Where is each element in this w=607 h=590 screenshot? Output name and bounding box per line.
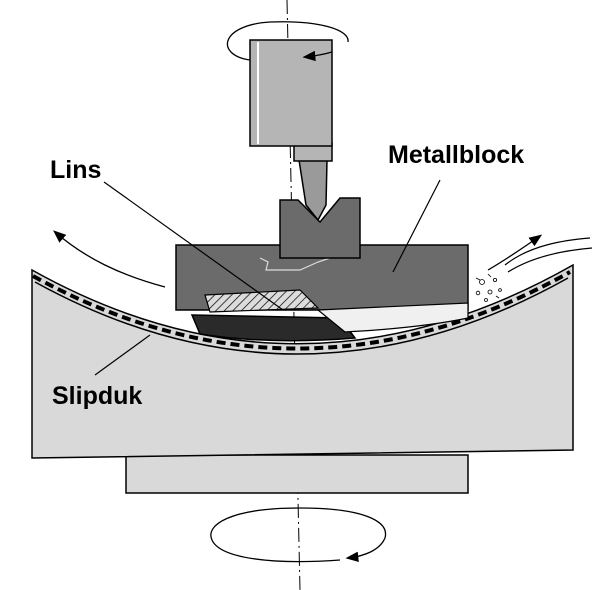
polishing-cloth-label: Slipduk bbox=[52, 382, 142, 410]
left-motion-arrow bbox=[53, 230, 166, 288]
spindle-rotation-arrow bbox=[226, 21, 349, 61]
base-pedestal bbox=[125, 454, 469, 494]
lens-section bbox=[204, 289, 320, 313]
lens-label: Lins bbox=[50, 156, 101, 184]
polishing-bowl bbox=[31, 263, 574, 459]
metal-block-leader bbox=[392, 179, 441, 273]
slurry-pipe-inner bbox=[507, 247, 593, 273]
slurry-pipe bbox=[504, 237, 591, 266]
base-rotation-arrow bbox=[210, 507, 341, 563]
v-holder bbox=[279, 197, 361, 259]
block-crack bbox=[259, 257, 331, 271]
polishing-cloth-leader bbox=[94, 334, 151, 376]
block-underside bbox=[316, 302, 469, 333]
metal-block-label: Metallblock bbox=[388, 141, 524, 169]
spindle-rotation-arrow-front bbox=[302, 50, 333, 62]
slurry-spray bbox=[475, 273, 502, 302]
polishing-cloth bbox=[32, 270, 571, 351]
spindle-body bbox=[249, 39, 333, 147]
right-motion-arrow bbox=[487, 234, 543, 271]
base-rotation-arrow-right bbox=[299, 507, 387, 562]
polishing-cloth-outer bbox=[34, 277, 569, 355]
lens-leader bbox=[103, 181, 284, 311]
lens-blank bbox=[190, 314, 357, 342]
